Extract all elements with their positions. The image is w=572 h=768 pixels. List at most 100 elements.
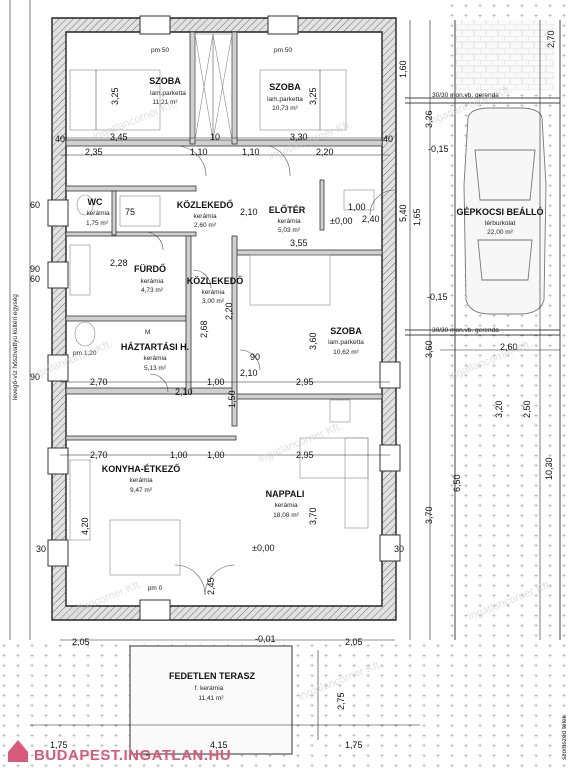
dimension: 3,25 — [110, 87, 120, 105]
room-floor: kerámia — [143, 355, 167, 362]
dimension: 90 — [30, 264, 40, 274]
dimension: 1,65 — [412, 208, 422, 226]
brand-text: BUDAPEST.INGATLAN.HU — [34, 747, 231, 764]
room-terasz: FEDETLEN TERASZ f. kerámia 11,41 m² — [169, 671, 256, 702]
dimension: 2,68 — [199, 320, 209, 338]
room-name: SZOBA — [269, 82, 301, 92]
room-area: 2,60 m² — [194, 222, 217, 229]
dimension: 30 — [394, 544, 404, 554]
dimension: 4,15 — [210, 740, 228, 750]
dimension: 1,00 — [170, 450, 188, 460]
room-floor: lam.parketta — [150, 90, 186, 97]
room-name: KONYHA-ÉTKEZŐ — [102, 463, 181, 474]
dimension: 2,60 — [500, 342, 518, 352]
inner-walls — [65, 31, 383, 441]
dimension: 1,75 — [345, 740, 363, 750]
driveway-paving — [455, 20, 555, 90]
annotations: pm 50 pm 50 pm 0 pm 1,20 ±0,00 ±0,00 -0,… — [12, 47, 568, 760]
room-floor: kerámia — [86, 210, 110, 217]
furniture — [69, 69, 375, 576]
dimension: 60 — [30, 274, 40, 284]
room-floor: kerámia — [193, 213, 217, 220]
room-kozlekedo2: KÖZLEKEDŐ kerámia 3,00 m² — [187, 275, 244, 305]
annotation-pm: pm 50 — [151, 47, 169, 54]
annotation-pm: pm 50 — [274, 47, 292, 54]
room-floor: kerámia — [277, 218, 301, 225]
level-garage: -0,15 — [427, 292, 448, 302]
annotation-pm: pm 1,20 — [73, 350, 97, 357]
dimension: 4,20 — [80, 517, 90, 535]
dimension-values: 3,45 10 3,30 2,35 1,10 1,10 2,20 3,55 2,… — [30, 132, 518, 750]
car-outline — [463, 107, 547, 315]
room-name: ELŐTÉR — [269, 204, 306, 215]
room-name: HÁZTARTÁSI H. — [121, 342, 189, 352]
room-nappali: NAPPALI kerámia 18,08 m² — [266, 489, 305, 519]
dimension: 2,40 — [362, 214, 380, 224]
room-floor: lam.parketta — [267, 96, 303, 103]
level-terrace: -0,01 — [255, 634, 276, 644]
dimension: 10,30 — [544, 457, 554, 480]
dimension: 3,70 — [308, 507, 318, 525]
room-szoba2: SZOBA lam.parketta 10,73 m² — [267, 82, 303, 112]
dimension: 2,05 — [72, 637, 90, 647]
dimension-lines — [9, 0, 560, 740]
dimension: 2,10 — [175, 387, 193, 397]
right-note: szomszéd telek — [561, 714, 568, 760]
annotation-m: M — [145, 329, 150, 336]
level-entry: ±0,00 — [330, 216, 352, 226]
dimension: 40 — [55, 134, 65, 144]
dimension: 1,10 — [190, 147, 208, 157]
room-floor: kerámia — [140, 278, 164, 285]
dimension: 3,30 — [290, 132, 308, 142]
room-name: KÖZLEKEDŐ — [187, 275, 244, 286]
room-name: FEDETLEN TERASZ — [169, 671, 256, 681]
room-haztartasi: HÁZTARTÁSI H. kerámia 5,13 m² — [121, 342, 189, 372]
dimension: 2,70 — [90, 450, 108, 460]
dimension: 75 — [125, 207, 135, 217]
dimension: 2,70 — [546, 30, 556, 48]
dimension: 40 — [383, 134, 393, 144]
room-wc: WC kerámia 1,75 m² — [86, 197, 110, 227]
room-area: 22,00 m² — [487, 229, 513, 236]
room-name: NAPPALI — [266, 489, 305, 499]
ground-pattern-right — [440, 0, 572, 640]
carport-beams — [405, 20, 561, 640]
dimension: 2,10 — [240, 207, 258, 217]
room-gepkocsi: GÉPKOCSI BEÁLLÓ térburkolat 22,00 m² — [456, 206, 543, 236]
dimension: 1,00 — [207, 377, 225, 387]
dimension-values-vertical: 3,25 3,25 2,68 2,20 3,60 4,20 3,70 1,50 … — [80, 30, 556, 710]
dimension: 1,50 — [227, 390, 237, 408]
room-floor: kerámia — [201, 289, 225, 296]
room-floor: lam.parketta — [328, 339, 364, 346]
dimension: 6,50 — [452, 474, 462, 492]
dimension: 3,45 — [110, 132, 128, 142]
room-name: SZOBA — [149, 76, 181, 86]
room-area: 4,73 m² — [141, 287, 164, 294]
watermark-text: ingatlancorner Kft. — [92, 98, 179, 143]
level-garage: -0,15 — [428, 144, 449, 154]
dimension: 3,60 — [308, 332, 318, 350]
dimension: 3,20 — [494, 400, 504, 418]
room-floor: kerámia — [274, 502, 298, 509]
room-name: WC — [88, 197, 103, 207]
windows — [47, 15, 401, 621]
room-area: 11,21 m² — [152, 99, 178, 106]
beam-label: 30/30 mon.vb. gerenda — [432, 327, 499, 334]
dimension: 3,70 — [424, 506, 434, 524]
room-area: 1,75 m² — [86, 220, 109, 227]
level-main: ±0,00 — [252, 543, 274, 553]
room-area: 10,73 m² — [272, 105, 298, 112]
dimension: 3,55 — [290, 238, 308, 248]
dimension: 2,35 — [85, 147, 103, 157]
room-eloter: ELŐTÉR kerámia 5,03 m² — [269, 204, 306, 234]
dimension: 1,10 — [242, 147, 260, 157]
room-szoba1: SZOBA lam.parketta 11,21 m² — [149, 76, 186, 106]
room-name: GÉPKOCSI BEÁLLÓ — [456, 206, 543, 217]
dimension: 2,70 — [90, 377, 108, 387]
room-area: 5,13 m² — [144, 365, 167, 372]
room-name: SZOBA — [330, 326, 362, 336]
room-konyha: KONYHA-ÉTKEZŐ kerámia 9,47 m² — [102, 463, 181, 494]
room-name: KÖZLEKEDŐ — [177, 199, 234, 210]
dimension: 3,26 — [424, 110, 434, 128]
